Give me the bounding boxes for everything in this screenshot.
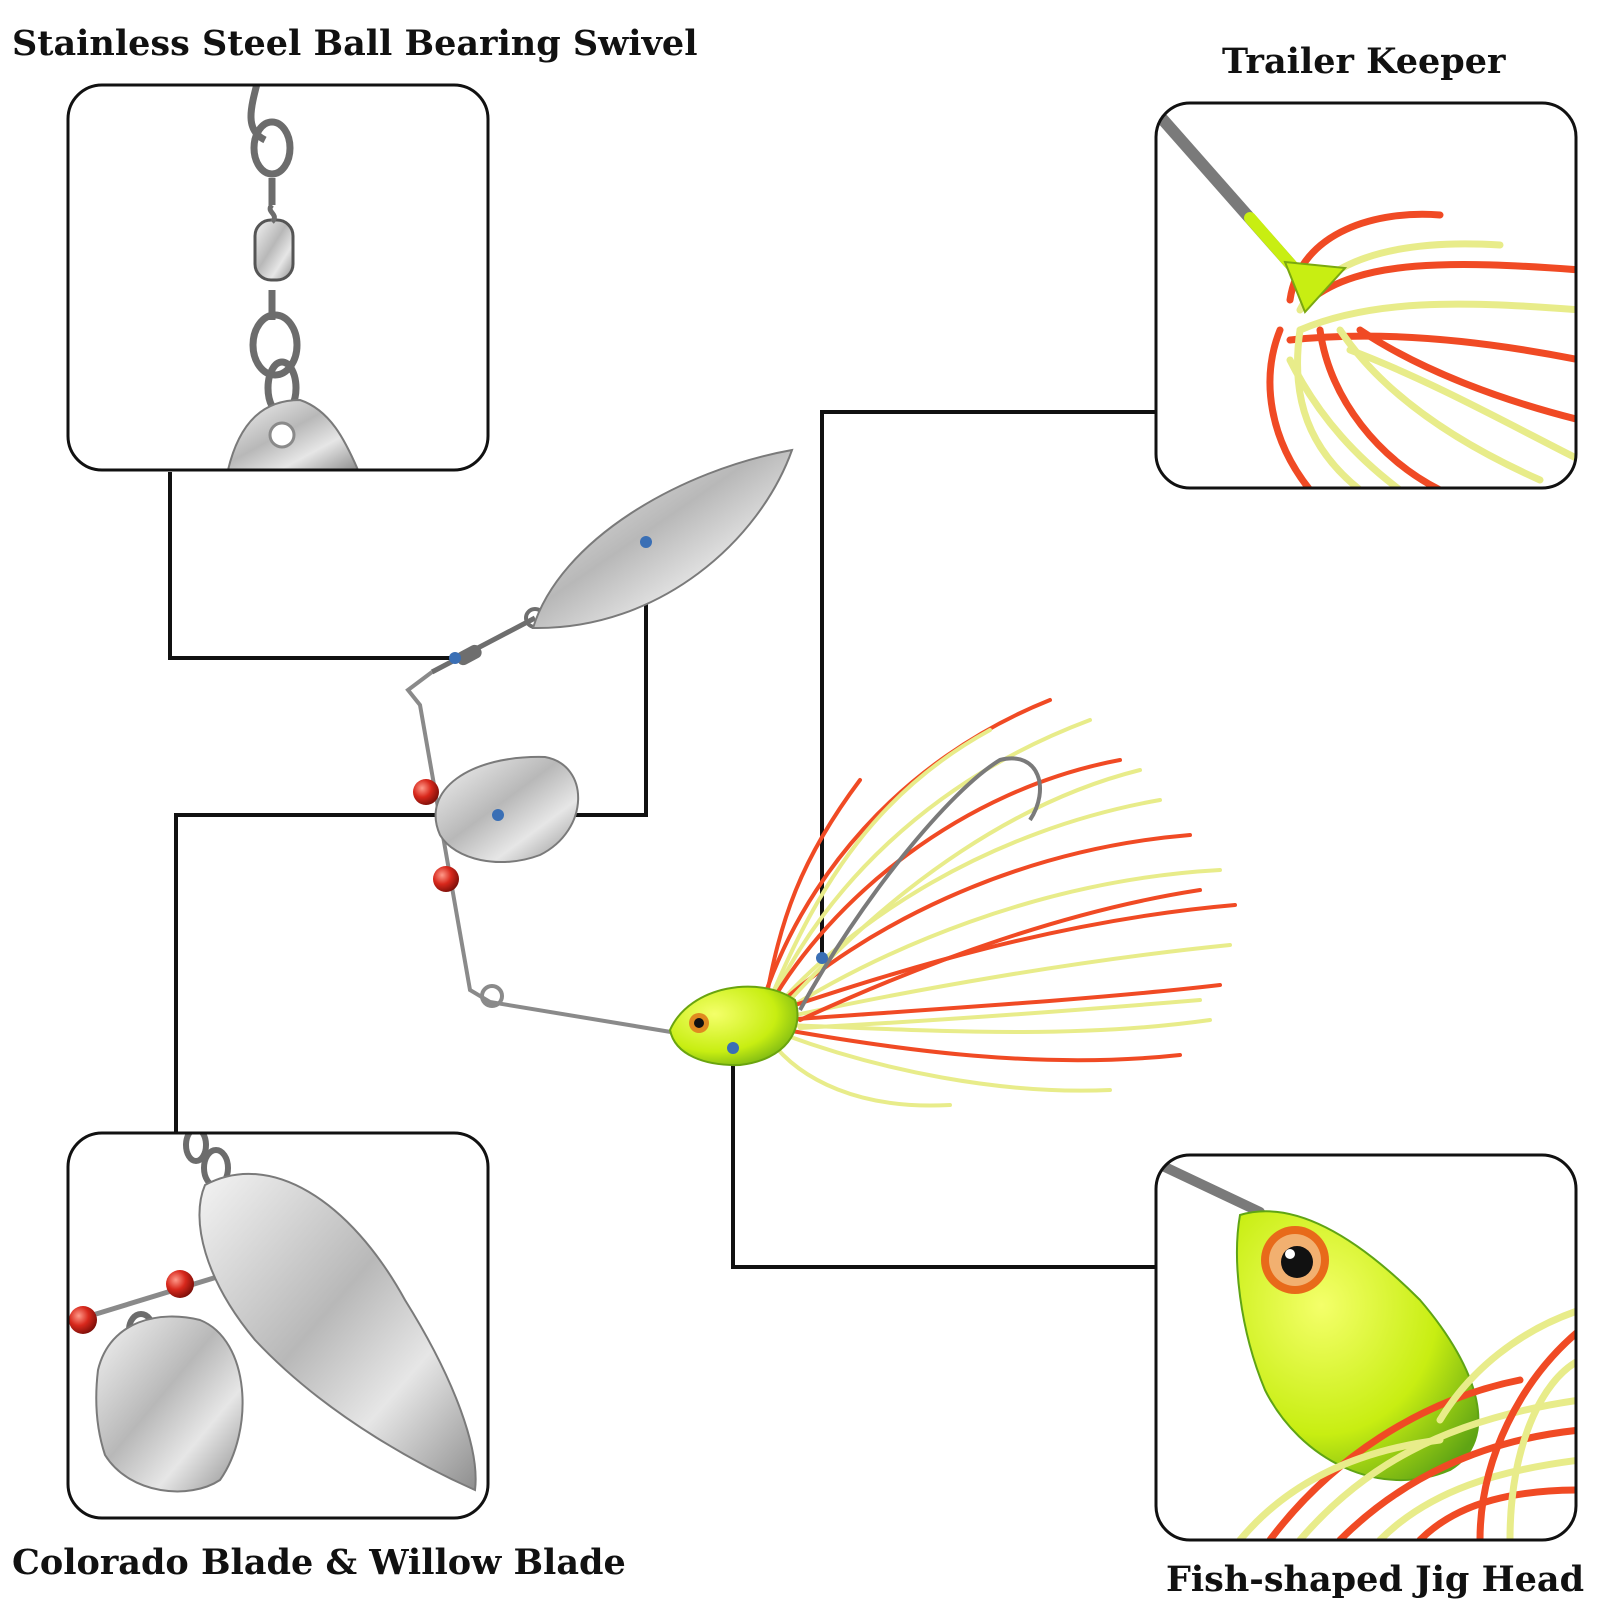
bead-icon: [166, 1270, 194, 1298]
spinnerbait-lure: [405, 448, 1237, 1108]
willow-blade-icon: [198, 1172, 477, 1492]
leader-swivel: [168, 472, 455, 660]
panel-blades: [66, 1131, 490, 1520]
jig-head-icon: [668, 985, 799, 1067]
label-blades: Colorado Blade & Willow Blade: [12, 1542, 626, 1583]
marker-willow-blade: [640, 536, 652, 548]
marker-dots: [449, 536, 828, 1054]
wire-arm: [405, 670, 696, 1038]
swivel-icon: [430, 607, 546, 675]
willow-blade-icon: [531, 448, 794, 630]
leader-trailer-keeper: [820, 410, 1156, 958]
label-swivel: Stainless Steel Ball Bearing Swivel: [12, 23, 698, 64]
panel-swivel: [66, 83, 490, 472]
colorado-blade-icon: [95, 1315, 244, 1493]
hook-icon: [1156, 1155, 1265, 1217]
marker-jig-head: [727, 1042, 739, 1054]
panel-jig-head: [1154, 1153, 1578, 1542]
label-trailer-keeper: Trailer Keeper: [1222, 41, 1506, 82]
wire-eye: [480, 984, 504, 1008]
bead-icon: [433, 866, 459, 892]
skirt-icon: [758, 698, 1237, 1108]
colorado-blade-icon: [434, 755, 580, 863]
trailer-keeper-icon: [1283, 260, 1348, 314]
bead-icon: [413, 779, 439, 805]
swivel-barrel: [253, 218, 295, 282]
leader-lines: [168, 410, 1156, 1269]
marker-swivel: [449, 652, 461, 664]
panel-trailer-keeper: [1154, 101, 1578, 490]
leader-blades: [174, 542, 648, 1133]
marker-colorado-blade: [492, 809, 504, 821]
leader-jig-head: [731, 1048, 1156, 1269]
bead-icon: [69, 1306, 97, 1334]
hook-icon: [798, 756, 1042, 1011]
label-jig-head: Fish-shaped Jig Head: [1166, 1559, 1585, 1600]
marker-trailer-keeper: [816, 952, 828, 964]
